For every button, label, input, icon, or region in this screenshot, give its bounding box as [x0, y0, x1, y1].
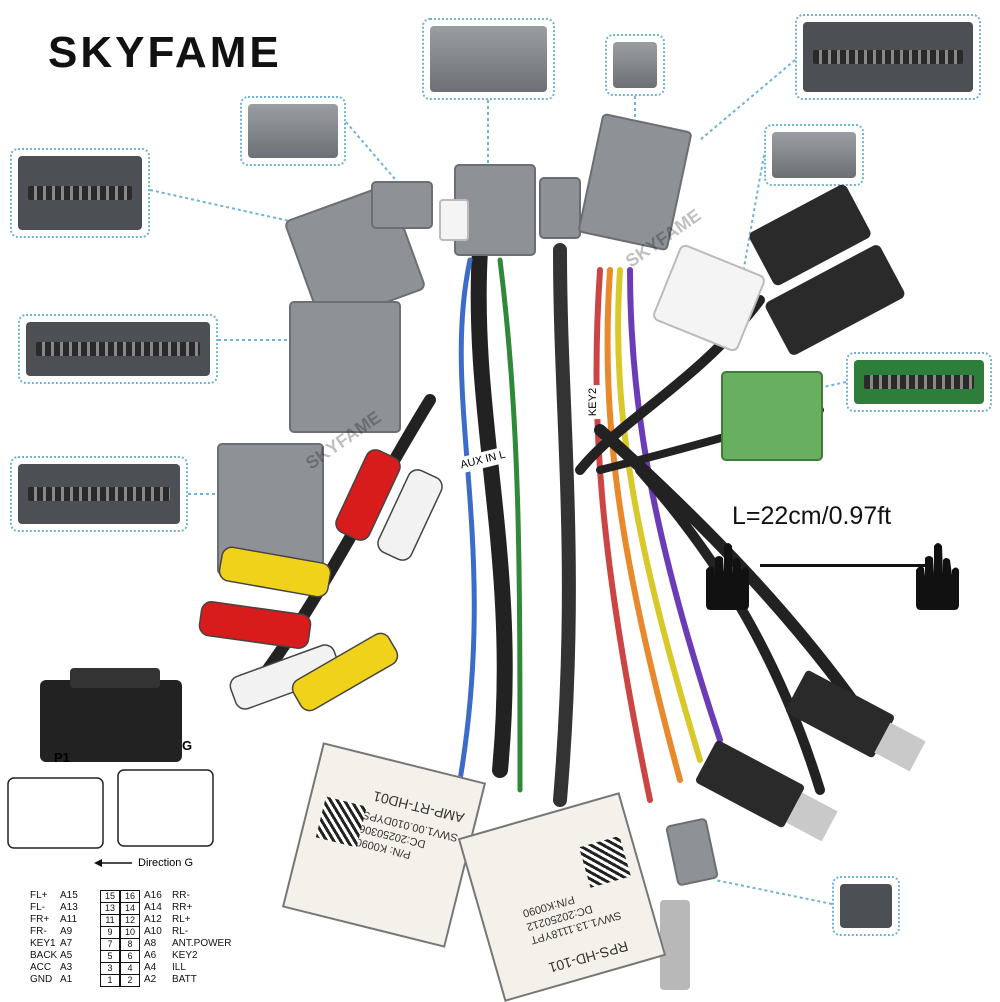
direction-label: Direction G: [138, 857, 194, 869]
pinout-table: FL+ A15 15 16 A16 RR- FL- A13 13 14 A14 …: [30, 890, 232, 987]
connector-photo: [613, 42, 657, 88]
left-hand-icon: [696, 540, 758, 610]
connector-photo: [18, 156, 142, 230]
connector-photo: [26, 322, 210, 376]
g-label: G: [182, 738, 193, 753]
connector-inset-left-upper: [240, 96, 346, 166]
connector-photo: [18, 464, 180, 524]
connector-photo: [840, 884, 892, 928]
connector-photo: [430, 26, 547, 92]
connector-inset-antenna: [832, 876, 900, 936]
connector-photo: [854, 360, 984, 404]
brand-logo: SKYFAME: [48, 28, 282, 77]
connector-photo: [803, 22, 973, 92]
connector-inset-green: [846, 352, 992, 412]
connector-inset-top-center: [422, 18, 555, 100]
p1-label: P1: [54, 750, 70, 765]
length-label: L=22cm/0.97ft: [732, 502, 892, 530]
length-line: [760, 564, 930, 567]
connector-inset-top-small: [605, 34, 665, 96]
connector-photo: [772, 132, 856, 178]
qr-code: [578, 835, 631, 888]
connector-inset-left-3: [10, 456, 188, 532]
connector-inset-left-2: [18, 314, 218, 384]
connector-inset-top-right: [795, 14, 981, 100]
connector-inset-left-1: [10, 148, 150, 238]
connector-inset-right-upper: [764, 124, 864, 186]
connector-photo: [248, 104, 338, 158]
right-hand-icon: [906, 540, 968, 610]
wire-label-key2: KEY2: [585, 384, 602, 420]
